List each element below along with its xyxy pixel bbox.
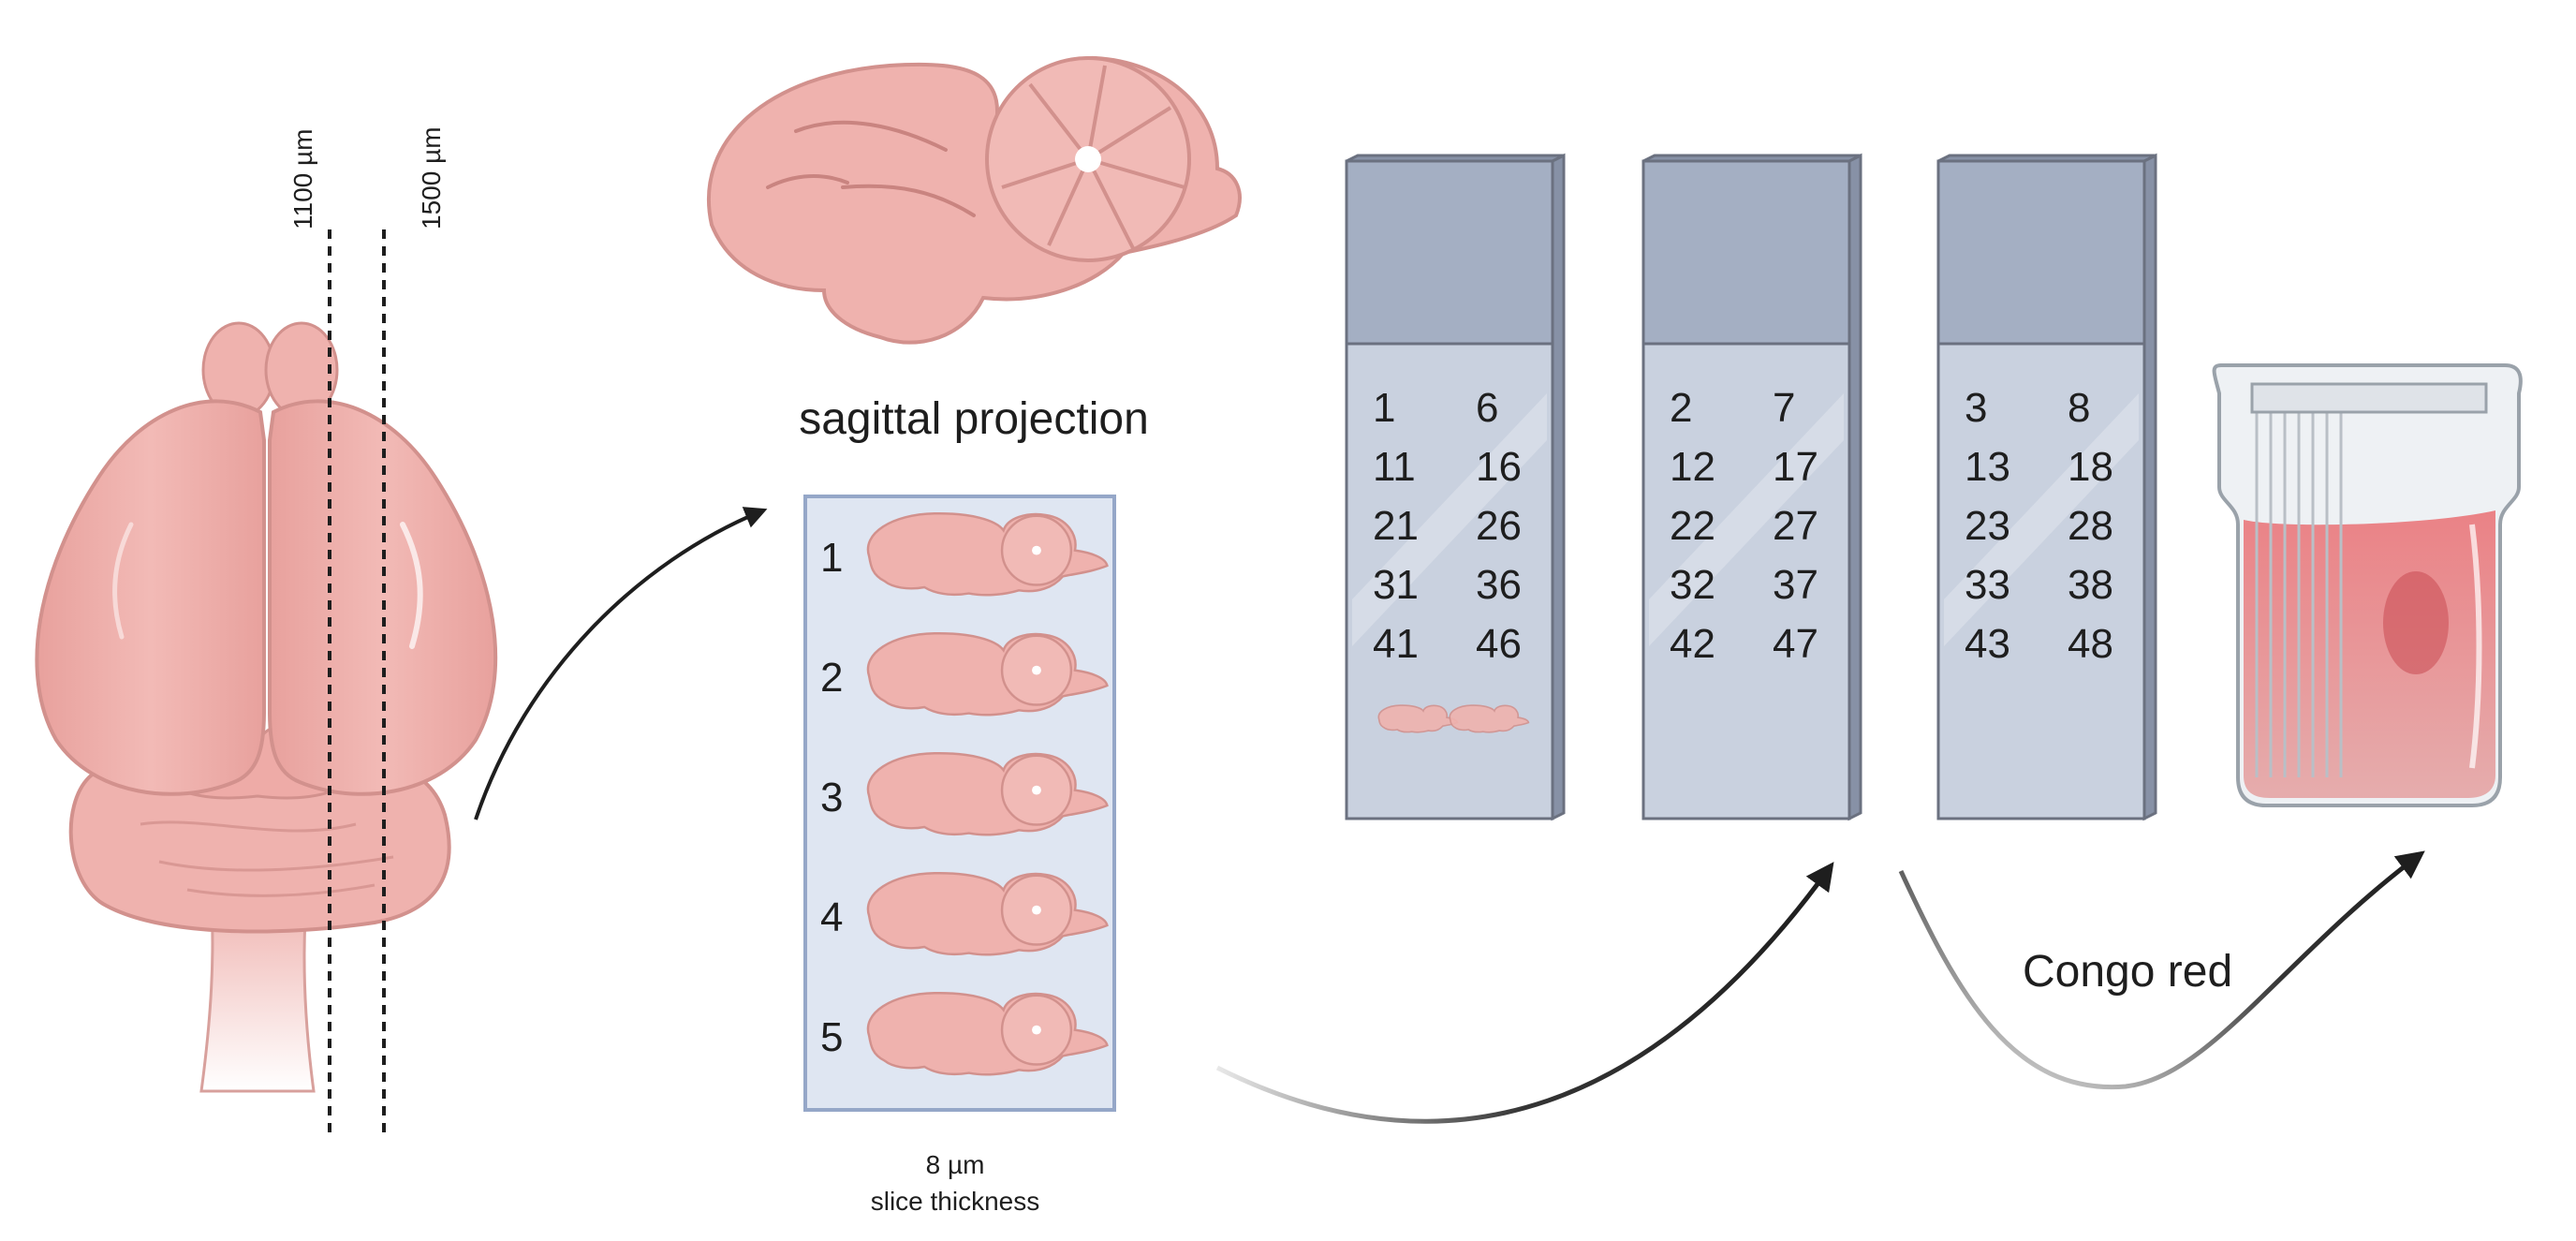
section-id: 46	[1476, 621, 1522, 667]
left-hemisphere	[37, 401, 264, 793]
section-id: 27	[1773, 503, 1818, 549]
section-id: 31	[1373, 562, 1419, 608]
section-id: 37	[1773, 562, 1818, 608]
sagittal-projection-label: sagittal projection	[799, 394, 1149, 444]
section-id: 8	[2068, 385, 2090, 431]
slide-frosted-label	[1347, 161, 1553, 344]
right-hemisphere	[270, 401, 495, 793]
cut-label-1100: 1100 µm	[288, 129, 317, 229]
section-id: 18	[2068, 444, 2113, 490]
section-number: 2	[820, 655, 843, 701]
sagittal-brain-illustration	[709, 58, 1240, 343]
section-id: 11	[1373, 444, 1416, 490]
dorsal-brain-illustration	[37, 323, 495, 1091]
section-id: 42	[1670, 621, 1715, 667]
section-id: 47	[1773, 621, 1818, 667]
section-id: 23	[1965, 503, 2010, 549]
arrow-sections-to-slides	[1217, 866, 1831, 1121]
section-number: 1	[820, 535, 843, 581]
thickness-label: slice thickness	[871, 1187, 1040, 1216]
section-id: 12	[1670, 444, 1715, 490]
section-id: 38	[2068, 562, 2113, 608]
section-id: 36	[1476, 562, 1522, 608]
section-id: 2	[1670, 385, 1692, 431]
section-id: 28	[2068, 503, 2113, 549]
section-id: 43	[1965, 621, 2010, 667]
section-number: 3	[820, 775, 843, 820]
section-id: 26	[1476, 503, 1522, 549]
section-id: 17	[1773, 444, 1818, 490]
section-id: 16	[1476, 444, 1522, 490]
section-id: 3	[1965, 385, 1987, 431]
section-id: 7	[1773, 385, 1795, 431]
section-id: 22	[1670, 503, 1715, 549]
slide-frosted-label	[1938, 161, 2144, 344]
slide-frosted-label	[1643, 161, 1849, 344]
thickness-value: 8 µm	[926, 1150, 985, 1179]
stain-liquid	[2244, 510, 2495, 798]
section-id: 1	[1373, 385, 1395, 431]
section-number: 4	[820, 894, 843, 940]
staining-jar	[2215, 365, 2521, 805]
section-id: 13	[1965, 444, 2010, 490]
section-id: 41	[1373, 621, 1419, 667]
congo-red-label: Congo red	[2023, 947, 2232, 997]
section-id: 21	[1373, 503, 1419, 549]
section-id: 32	[1670, 562, 1715, 608]
arrow-brain-to-sections	[476, 510, 763, 820]
section-id: 33	[1965, 562, 2010, 608]
section-id: 48	[2068, 621, 2113, 667]
section-number: 5	[820, 1014, 843, 1060]
section-id: 6	[1476, 385, 1498, 431]
cut-label-1500: 1500 µm	[417, 126, 446, 229]
